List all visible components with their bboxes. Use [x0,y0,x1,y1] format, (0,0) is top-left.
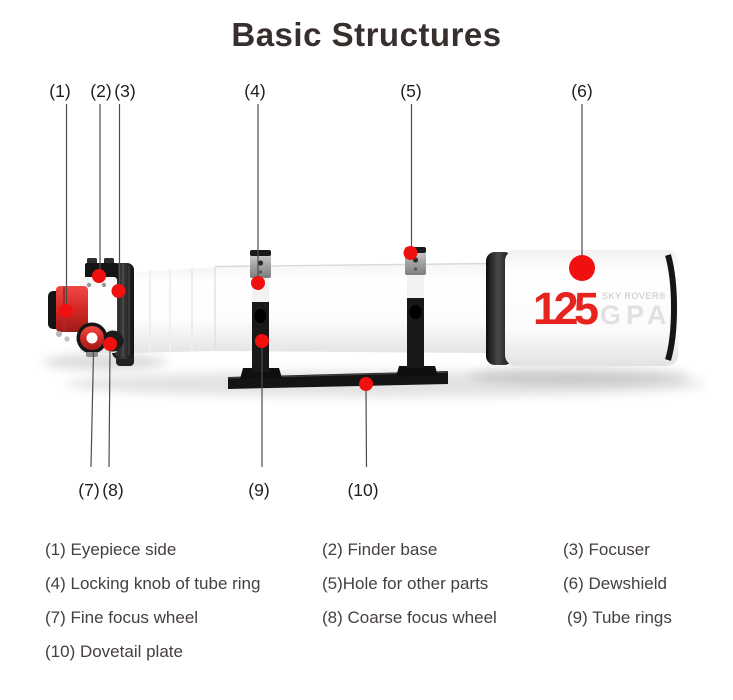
leader-lines-top [65,104,583,305]
page-title: Basic Structures [231,16,502,53]
legend-item-2: (2) Finder base [322,540,438,559]
dot-10-dovetail [359,377,373,391]
fine-focus-wheel-hub [86,332,98,344]
main-tube [128,262,491,353]
focuser-screw [101,282,107,288]
ring-clamp-white [407,274,424,298]
callout-label-4: (4) [244,81,265,101]
dot-2-finder-base [92,269,106,283]
legend-item-9: (9) Tube rings [567,608,672,627]
brand-text: SKY ROVER® [602,291,666,301]
legend-item-5: (5)Hole for other parts [322,574,489,593]
callout-dots [59,246,595,391]
callout-label-6: (6) [571,81,592,101]
ring-hole [257,260,264,266]
callout-label-3: (3) [114,81,135,101]
thumbscrew [56,331,62,337]
focuser-screw [86,282,92,288]
legend-item-10: (10) Dovetail plate [45,642,183,661]
dovetail-bar [228,371,448,389]
callout-label-5: (5) [400,81,421,101]
legend-item-8: (8) Coarse focus wheel [322,608,497,627]
callout-label-7: (7) [78,480,99,500]
ring-knob [254,309,267,323]
dot-6-dewshield [569,255,595,281]
dewshield-end-ring [665,254,677,361]
thumbscrew [64,336,70,342]
callout-labels: (1) (2) (3) (4) (5) (6) (7) (8) (9) (10) [49,81,592,500]
dot-4-locking-knob [251,276,265,290]
legend-item-6: (6) Dewshield [563,574,667,593]
telescope-diagram: 125 SKY ROVER® GPA [43,81,705,500]
dot-9-tube-ring [255,334,269,348]
wheel-bracket [86,352,98,357]
legend-item-4: (4) Locking knob of tube ring [45,574,261,593]
callout-label-2: (2) [90,81,111,101]
callout-label-8: (8) [102,480,123,500]
ring-foot [240,368,282,379]
legend-item-7: (7) Fine focus wheel [45,608,199,627]
ring-hole [258,270,263,274]
series-text: GPA [600,300,672,330]
callout-label-1: (1) [49,81,70,101]
tube-front-section [128,267,215,353]
legend-item-3: (3) Focuser [563,540,650,559]
leader-line-7 [90,351,95,468]
dot-1-eyepiece [59,304,73,318]
tube-ring-rear [396,247,438,377]
legend-item-1: (1) Eyepiece side [45,540,177,559]
leader-lines-bottom [90,348,368,468]
dot-5-hole [403,246,418,260]
model-number-text: 125 [533,283,599,334]
callout-label-9: (9) [248,480,269,500]
ring-block-cap [250,250,271,256]
dot-8-coarse-wheel [103,337,117,351]
ring-knob [409,305,422,319]
ring-hole [413,267,418,271]
dot-3-focuser [111,284,126,298]
dewshield-body [505,250,678,366]
callout-label-10: (10) [347,480,378,500]
leader-line-10 [365,388,368,468]
ring-foot [396,366,438,377]
dewshield: 125 SKY ROVER® GPA [486,250,678,366]
leader-line-8 [108,349,111,468]
